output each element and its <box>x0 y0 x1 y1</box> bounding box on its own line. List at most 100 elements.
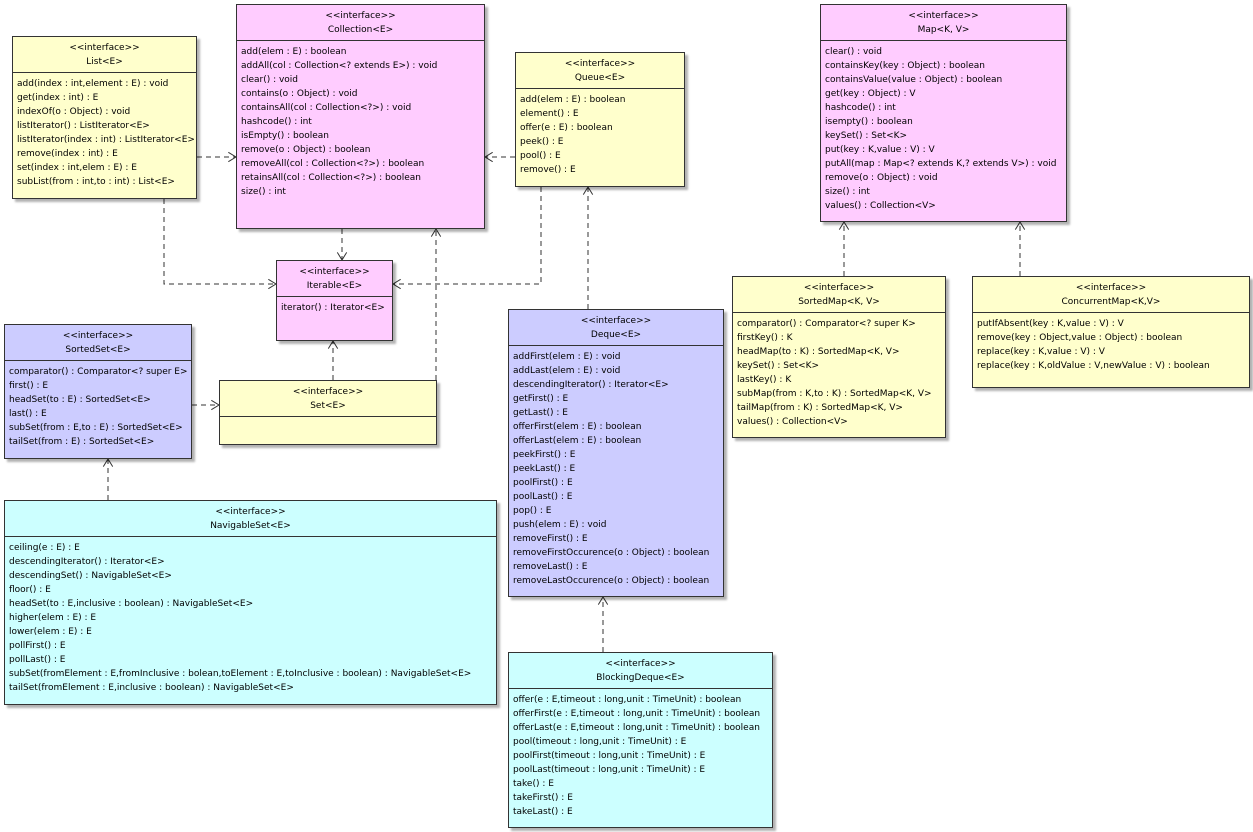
operation: floor() : E <box>9 585 51 595</box>
operation: hashcode() : int <box>241 117 312 127</box>
arrowhead-concurrentmap-to-map <box>1014 221 1026 230</box>
operation: takeLast() : E <box>513 807 573 817</box>
interface-name: Deque<E> <box>590 330 642 340</box>
operation: headSet(to : E) : SortedSet<E> <box>9 395 151 405</box>
interface-header: <<interface>> Collection<E> <box>237 5 484 41</box>
interface-name: Queue<E> <box>574 73 626 83</box>
operation: comparator() : Comparator<? super E> <box>9 367 188 377</box>
operation: poolLast() : E <box>513 492 573 502</box>
operation: size() : int <box>825 187 870 197</box>
interface-name: ConcurrentMap<K,V> <box>1061 297 1161 307</box>
interface-queue: <<interface>> Queue<E> add(elem : E) : boo… <box>515 52 685 187</box>
interface-name: Map<K, V> <box>917 25 970 35</box>
interface-collection: <<interface>> Collection<E> add(elem : E) … <box>236 4 485 229</box>
stereotype-label: <<interface>> <box>605 659 676 669</box>
interface-deque: <<interface>>Deque<E>addFirst(elem : E) … <box>508 309 724 597</box>
arrowhead-queue-to-collection <box>484 151 493 163</box>
stereotype-label: <<interface>> <box>803 283 875 293</box>
operation: lastKey() : K <box>737 375 792 385</box>
interface-header: <<interface>> BlockingDeque<E> <box>509 653 772 689</box>
interface-header: <<interface>> Iterable<E> <box>277 261 392 297</box>
operation: getFirst() : E <box>513 394 569 404</box>
operation: descendingIterator() : Iterator<E> <box>513 380 669 390</box>
interface-concurrentmap: <<interface>>ConcurrentMap<K,V> putIfAbse… <box>972 276 1250 388</box>
operation: peekFirst() : E <box>513 450 576 460</box>
interface-header: <<interface>>ConcurrentMap<K,V> <box>973 277 1249 313</box>
operation: offer(e : E,timeout : long,unit : TimeUn… <box>513 695 742 705</box>
operation: removeLast() : E <box>513 562 588 572</box>
operation: last() : E <box>9 409 47 419</box>
operation: offer(e : E) : boolean <box>520 123 613 133</box>
interface-sortedmap: <<interface>> SortedMap<K, V> comparator()… <box>732 276 946 438</box>
operation: pop() : E <box>513 506 552 516</box>
interface-header: <<interface>> SortedMap<K, V> <box>733 277 945 313</box>
interface-navigableset: <<interface>>NavigableSet<E>ceiling(e : … <box>4 500 497 705</box>
operation: poolFirst(timeout : long,unit : TimeUnit… <box>513 751 706 761</box>
operation: subSet(from : E,to : E) : SortedSet<E> <box>9 423 183 433</box>
operation: get(index : int) : E <box>17 93 99 103</box>
operation: getLast() : E <box>513 408 568 418</box>
operation: take() : E <box>513 779 554 789</box>
stereotype-label: <<interface>> <box>62 331 134 341</box>
operation: isEmpty() : boolean <box>241 131 329 141</box>
operation: pollFirst() : E <box>9 641 66 651</box>
connector-list-to-iterable <box>163 199 276 285</box>
operation: set(index : int,elem : E) : E <box>17 163 137 173</box>
stereotype-label: <<interface>> <box>292 387 364 397</box>
operation: remove(o : Object) : boolean <box>241 145 371 155</box>
operation: peekLast() : E <box>513 464 576 474</box>
operation: remove(o : Object) : void <box>825 173 938 183</box>
interface-name: Collection<E> <box>327 25 394 35</box>
operation: keySet() : Set<K> <box>737 361 820 371</box>
operation: listIterator() : ListIterator<E> <box>17 121 150 131</box>
operation: pollLast() : E <box>9 655 66 665</box>
interface-blockingdeque: <<interface>> BlockingDeque<E> offer(e : E… <box>508 652 773 828</box>
operation: addAll(col : Collection<? extends E>) : … <box>241 61 438 71</box>
operation: iterator() : Iterator<E> <box>281 303 385 313</box>
operation: get(key : Object) : V <box>825 89 916 99</box>
operation: clear() : void <box>241 75 299 85</box>
interface-name: BlockingDeque<E> <box>596 673 685 683</box>
operation: values() : Collection<V> <box>825 201 936 211</box>
operation: hashcode() : int <box>825 103 896 113</box>
operations-compartment: comparator() : Comparator<? super K>firs… <box>733 313 945 429</box>
interface-header: <<interface>>NavigableSet<E> <box>5 501 496 537</box>
interface-header: <<interface>> SortedSet<E> <box>5 325 191 361</box>
operation: containsValue(value : Object) : boolean <box>825 75 1003 85</box>
arrowhead-deque-to-queue <box>582 186 594 195</box>
operation: poolLast(timeout : long,unit : TimeUnit)… <box>513 765 706 775</box>
operation: putIfAbsent(key : K,value : V) : V <box>977 319 1124 329</box>
operation: peek() : E <box>520 137 564 147</box>
operation: removeFirst() : E <box>513 534 588 544</box>
operation: add(index : int,element : E) : void <box>17 79 169 89</box>
operation: tailMap(from : K) : SortedMap<K, V> <box>737 403 903 413</box>
stereotype-label: <<interface>> <box>325 11 396 21</box>
operation: subList(from : int,to : int) : List<E> <box>17 177 175 187</box>
operation: containsKey(key : Object) : boolean <box>825 61 985 71</box>
operation: isempty() : boolean <box>825 117 913 127</box>
operation: putAll(map : Map<? extends K,? extends V… <box>825 159 1057 169</box>
interface-header: <<interface>>List<E> <box>13 37 196 73</box>
interface-list: <<interface>>List<E> add(index : int,elem… <box>12 36 197 199</box>
interface-name: Iterable<E> <box>306 281 363 291</box>
operations-compartment <box>220 417 436 421</box>
interface-name: SortedMap<K, V> <box>798 297 880 307</box>
operation: offerLast(e : E,timeout : long,unit : Ti… <box>513 723 760 733</box>
interface-name: SortedSet<E> <box>65 345 131 355</box>
operations-compartment: iterator() : Iterator<E> <box>277 297 392 315</box>
arrowhead-sortedmap-to-map <box>838 221 850 230</box>
operation: replace(key : K,oldValue : V,newValue : … <box>977 361 1210 371</box>
operation: offerFirst(e : E,timeout : long,unit : T… <box>513 709 761 719</box>
stereotype-label: <<interface>> <box>564 59 636 69</box>
operation: ceiling(e : E) : E <box>9 543 80 553</box>
stereotype-label: <<interface>> <box>299 267 370 277</box>
operation: takeFirst() : E <box>513 793 573 803</box>
operation: tailSet(fromElement : E,inclusive : bool… <box>9 683 294 693</box>
operation: listIterator(index : int) : ListIterator… <box>17 135 195 145</box>
operation: keySet() : Set<K> <box>825 131 908 141</box>
